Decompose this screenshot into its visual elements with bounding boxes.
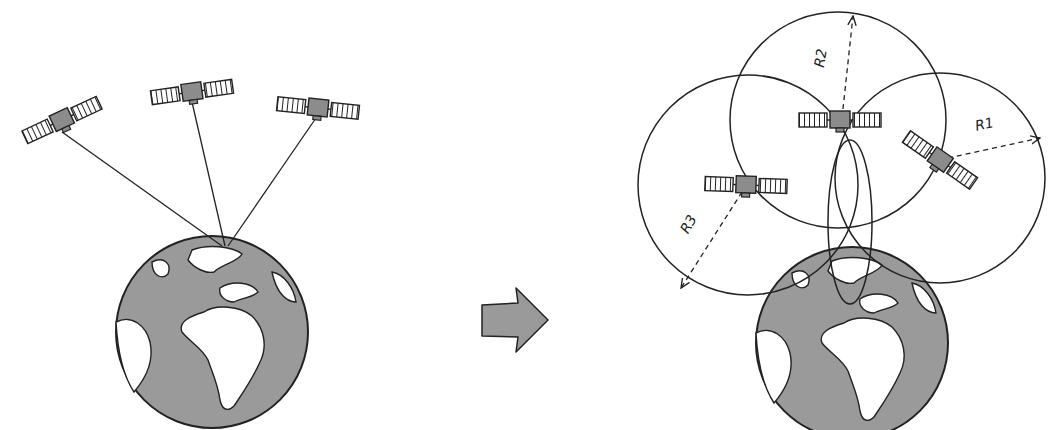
- satellite: [900, 129, 979, 193]
- satellite: [150, 77, 234, 109]
- radius-label: R2: [810, 45, 830, 70]
- signal-lines: [62, 102, 316, 246]
- satellite: [799, 111, 881, 132]
- satellite: [705, 175, 788, 199]
- satellite: [276, 95, 360, 124]
- earth: [756, 247, 948, 430]
- range-circles: [638, 12, 1045, 304]
- radius-lines: [681, 16, 1040, 288]
- radius-label: R1: [971, 114, 996, 134]
- earth: [116, 236, 308, 428]
- satellite: [21, 95, 104, 149]
- radius-label: R3: [675, 210, 700, 238]
- block-arrow: [482, 288, 548, 352]
